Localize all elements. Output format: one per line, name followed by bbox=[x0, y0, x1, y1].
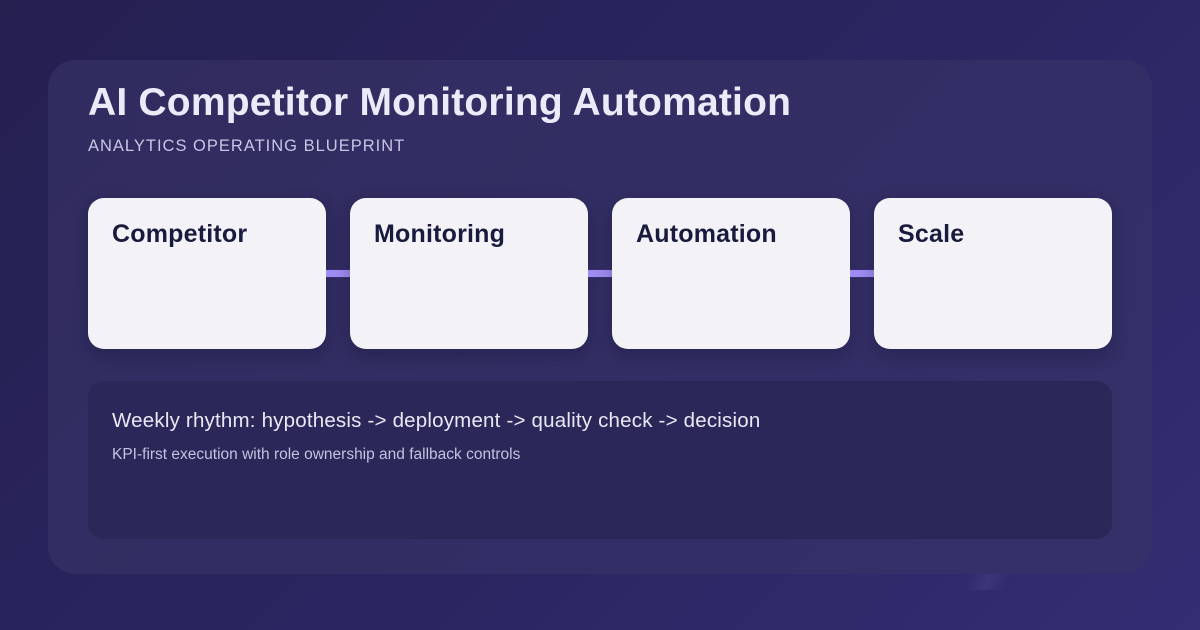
connector-line bbox=[326, 269, 350, 277]
step-label: Competitor bbox=[112, 219, 248, 248]
step-card-automation: Automation bbox=[612, 197, 850, 349]
pipeline-steps-row: Competitor Monitoring Automation Scale bbox=[88, 197, 1112, 349]
step-label: Automation bbox=[636, 219, 777, 248]
step-label: Scale bbox=[898, 219, 965, 248]
page-subtitle: ANALYTICS OPERATING BLUEPRINT bbox=[88, 136, 406, 155]
summary-subtext: KPI-first execution with role ownership … bbox=[112, 446, 521, 464]
step-card-scale: Scale bbox=[874, 197, 1112, 349]
connector-line bbox=[850, 269, 874, 277]
summary-headline: Weekly rhythm: hypothesis -> deployment … bbox=[112, 408, 761, 432]
blueprint-card: AI Competitor Monitoring Automation ANAL… bbox=[48, 60, 1152, 574]
summary-panel: Weekly rhythm: hypothesis -> deployment … bbox=[88, 380, 1112, 539]
page-title: AI Competitor Monitoring Automation bbox=[88, 81, 792, 124]
step-label: Monitoring bbox=[374, 219, 506, 248]
step-card-competitor: Competitor bbox=[88, 197, 326, 349]
connector-line bbox=[588, 269, 612, 277]
step-card-monitoring: Monitoring bbox=[350, 197, 588, 349]
